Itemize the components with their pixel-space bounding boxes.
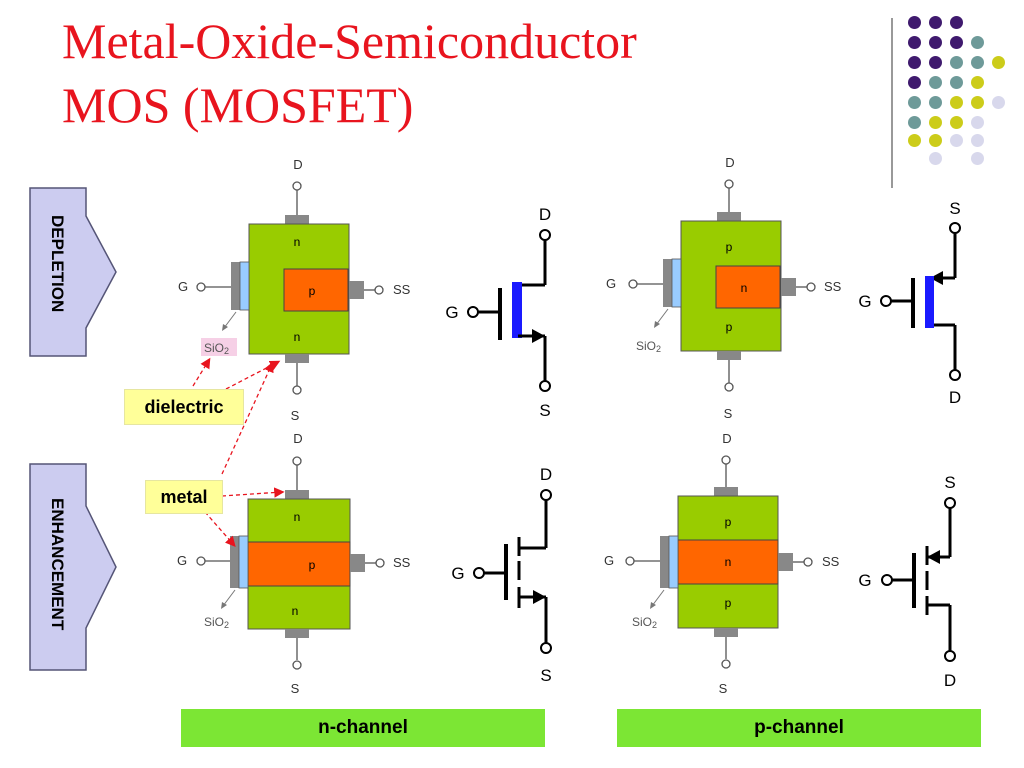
dot: [929, 56, 942, 69]
substrate-label: SS: [393, 555, 411, 570]
dot: [929, 76, 942, 89]
symbol-drain-label: D: [949, 388, 961, 407]
region-n-bottom: n: [292, 604, 299, 618]
dot: [971, 134, 984, 147]
region-p-bottom: p: [725, 596, 732, 610]
gate-label: G: [177, 553, 187, 568]
dot: [908, 76, 921, 89]
region-n-inner: n: [725, 555, 732, 569]
region-p-inner: p: [309, 558, 316, 572]
dielectric-callout: dielectric: [124, 389, 244, 425]
source-label: S: [291, 408, 300, 423]
sio2-label: SiO2: [204, 615, 229, 630]
dot: [992, 56, 1005, 69]
n-channel-label: n-channel: [181, 709, 545, 747]
dot: [950, 36, 963, 49]
depletion-label: DEPLETION: [48, 215, 67, 313]
region-n-top: n: [294, 235, 301, 249]
source-label: S: [719, 681, 728, 696]
region-n-inner: n: [741, 281, 748, 295]
drain-label: D: [722, 431, 731, 446]
source-label: S: [724, 406, 733, 421]
gate-label: G: [606, 276, 616, 291]
dot: [929, 152, 942, 165]
symbol-source-label: S: [539, 401, 550, 420]
dot: [929, 96, 942, 109]
dot: [971, 56, 984, 69]
dot: [908, 116, 921, 129]
dot: [950, 116, 963, 129]
symbol-source-label: S: [949, 199, 960, 218]
dot: [908, 96, 921, 109]
symbol-gate-label: G: [451, 564, 464, 583]
dot: [908, 16, 921, 29]
dot: [950, 76, 963, 89]
region-p-inner: p: [309, 284, 316, 298]
symbol-drain-label: D: [539, 205, 551, 224]
sio2-label: SiO2: [204, 341, 229, 356]
drain-label: D: [293, 157, 302, 172]
metal-callout: metal: [145, 480, 223, 514]
depletion-arrow: [29, 187, 117, 357]
symbol-gate-label: G: [858, 571, 871, 590]
enhancement-label: ENHANCEMENT: [48, 497, 67, 631]
dot: [908, 134, 921, 147]
dot: [971, 96, 984, 109]
sio2-label: SiO2: [632, 615, 657, 630]
dot: [929, 16, 942, 29]
decorative-divider: [891, 18, 893, 188]
substrate-label: SS: [824, 279, 842, 294]
symbol-gate-label: G: [445, 303, 458, 322]
symbol-drain-label: D: [540, 465, 552, 484]
dot: [908, 56, 921, 69]
dot: [971, 116, 984, 129]
dot: [971, 76, 984, 89]
region-p-top: p: [725, 515, 732, 529]
enhancement-arrow: [29, 463, 117, 671]
drain-label: D: [725, 155, 734, 170]
region-n-top: n: [294, 510, 301, 524]
dot: [971, 36, 984, 49]
region-n-bottom: n: [294, 330, 301, 344]
dot: [992, 96, 1005, 109]
p-channel-label: p-channel: [617, 709, 981, 747]
source-label: S: [291, 681, 300, 696]
page-title-line-1: Metal-Oxide-Semiconductor: [62, 13, 637, 69]
substrate-label: SS: [393, 282, 411, 297]
dot: [929, 116, 942, 129]
region-p-bottom: p: [726, 320, 733, 334]
gate-label: G: [604, 553, 614, 568]
substrate-label: SS: [822, 554, 840, 569]
dot: [950, 56, 963, 69]
dot: [950, 134, 963, 147]
symbol-source-label: S: [540, 666, 551, 685]
symbol-drain-label: D: [944, 671, 956, 690]
dot: [950, 96, 963, 109]
dot: [929, 36, 942, 49]
dot: [971, 152, 984, 165]
dot: [950, 16, 963, 29]
sio2-label: SiO2: [636, 339, 661, 354]
region-p-top: p: [726, 240, 733, 254]
gate-label: G: [178, 279, 188, 294]
page-title-line-2: MOS (MOSFET): [62, 77, 414, 133]
drain-label: D: [293, 431, 302, 446]
symbol-gate-label: G: [858, 292, 871, 311]
symbol-source-label: S: [944, 473, 955, 492]
dot: [908, 36, 921, 49]
dot: [929, 134, 942, 147]
